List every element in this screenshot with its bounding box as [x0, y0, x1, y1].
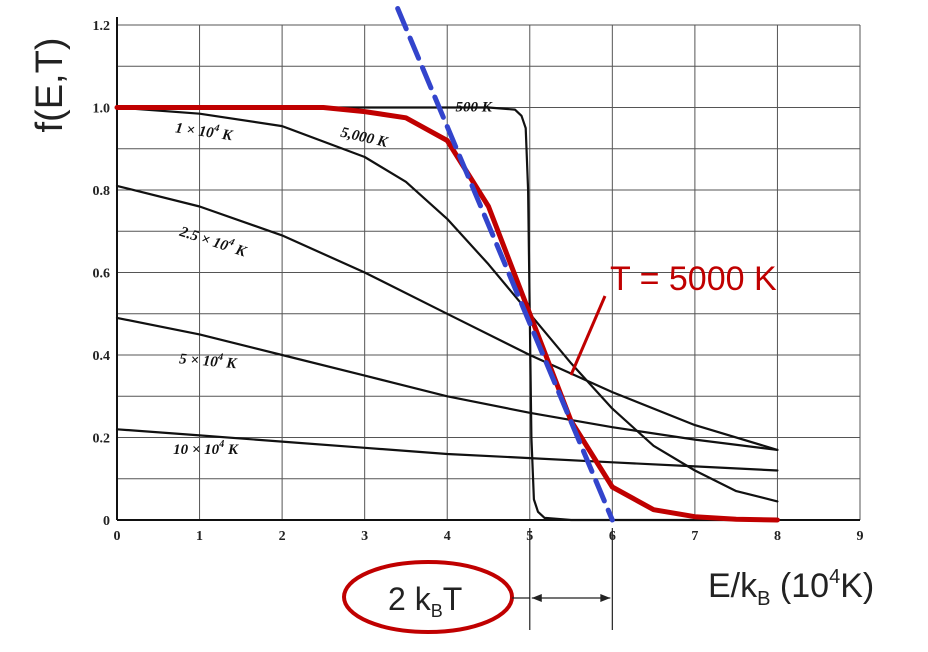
interval-arrowhead-right	[600, 594, 611, 602]
y-axis-label: f(E,T)	[29, 38, 71, 133]
x-axis-label-sup: 4	[829, 566, 840, 588]
x-tick-label: 4	[444, 529, 451, 544]
callout-label: T = 5000 K	[610, 260, 777, 298]
x-tick-label: 9	[857, 529, 864, 544]
x-tick-label: 3	[361, 529, 368, 544]
interval-arrowhead-left	[531, 594, 542, 602]
y-tick-label: 0.4	[93, 349, 111, 364]
y-tick-label: 0.2	[93, 432, 111, 447]
curve-label: 5 × 104 K	[179, 348, 239, 372]
y-tick-label: 1.0	[93, 102, 111, 117]
curve-label: 2.5 × 104 K	[177, 221, 250, 261]
series-line-4	[115, 316, 779, 451]
curve-label: 500 K	[455, 100, 492, 116]
x-axis-label: E/kB (104K)	[708, 566, 874, 610]
series-line-5	[115, 428, 779, 472]
series-5000k-highlight	[114, 105, 780, 523]
x-tick-label: 8	[774, 529, 781, 544]
width-label-main: 2 k	[388, 581, 432, 617]
tangent-line	[395, 6, 615, 523]
x-axis-label-main: E/k	[708, 567, 758, 605]
x-axis-label-sub: B	[757, 588, 770, 610]
x-tick-label: 2	[279, 529, 286, 544]
x-tick-label: 0	[114, 529, 121, 544]
y-tick-label: 0.8	[93, 184, 111, 199]
series-line-3	[115, 184, 779, 451]
callout-pointer	[569, 295, 607, 376]
x-axis-label-open: (10	[770, 567, 829, 605]
width-label-tail: T	[443, 581, 463, 617]
curve-label: 1 × 104 K	[174, 117, 234, 144]
x-tick-label: 1	[196, 529, 203, 544]
curve-label: 10 × 104 K	[173, 439, 239, 458]
width-label-ellipse	[342, 560, 514, 634]
y-tick-label: 0	[103, 514, 110, 529]
width-label-sub: B	[431, 601, 443, 621]
width-interval-arrow	[512, 528, 613, 630]
y-tick-label: 0.6	[93, 267, 111, 282]
x-tick-label: 7	[691, 529, 698, 544]
x-axis-label-close: K)	[840, 567, 874, 605]
y-tick-label: 1.2	[93, 19, 111, 34]
width-label: 2 kBT	[388, 581, 462, 621]
